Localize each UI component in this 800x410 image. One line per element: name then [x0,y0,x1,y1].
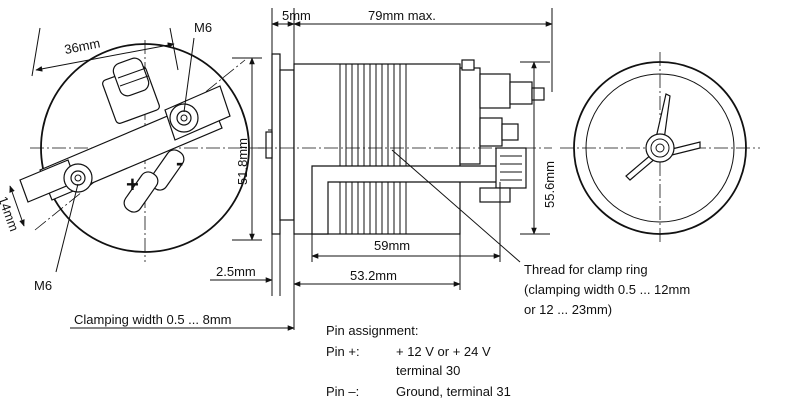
gauge-pointer [625,93,701,181]
dim-51-8mm-label: 51.8mm [235,138,250,185]
dim-79mm-label: 79mm max. [368,8,436,23]
pin-minus-value: Ground, terminal 31 [396,384,511,399]
m6-stud-upper [169,103,199,133]
pin-plus-blade [123,171,159,213]
rear-view: + - 36mm M6 M6 14mm 51.8mm [0,20,265,293]
dim-59mm-label: 59mm [374,238,410,253]
front-flange [271,53,281,235]
thread-note-line2: (clamping width 0.5 ... 12mm [524,282,690,297]
thread-grooves [339,64,407,234]
dim-55-6mm-label: 55.6mm [542,161,557,208]
dim-2-5mm-label: 2.5mm [216,264,256,279]
minus-sign: - [176,150,183,175]
m6-upper-label: M6 [194,20,212,35]
thread-note-line1: Thread for clamp ring [524,262,648,277]
dim-5mm-label: 5mm [282,8,311,23]
bezel-ring [279,69,295,221]
dim-36mm-line [35,42,175,72]
dim-14mm-line [9,185,25,227]
pin-plus-value2: terminal 30 [396,363,460,378]
m6-upper-leader [183,37,195,113]
side-view: 5mm 79mm max. 59mm 53.2mm 2.5mm Clamping… [70,8,553,331]
dim-53-2mm-label: 53.2mm [350,268,397,283]
dim-36mm-label: 36mm [63,35,101,57]
m6-stud-lower [63,163,93,193]
m6-lower-leader [55,183,79,273]
lamp-socket [102,57,160,124]
plus-sign: + [126,172,139,197]
pin-plus-value: + 12 V or + 24 V [396,344,491,359]
thread-leader [391,149,521,263]
pin-assignment-title: Pin assignment: [326,323,419,338]
pin-minus-label: Pin –: [326,384,359,399]
rear-connectors [459,59,545,203]
thread-note-line3: or 12 ... 23mm) [524,302,612,317]
front-stub [265,131,273,159]
front-view: 55.6mm [520,52,760,244]
clamping-width-label: Clamping width 0.5 ... 8mm [74,312,232,327]
m6-lower-label: M6 [34,278,52,293]
pin-plus-label: Pin +: [326,344,360,359]
dim-14mm-label: 14mm [0,194,22,233]
